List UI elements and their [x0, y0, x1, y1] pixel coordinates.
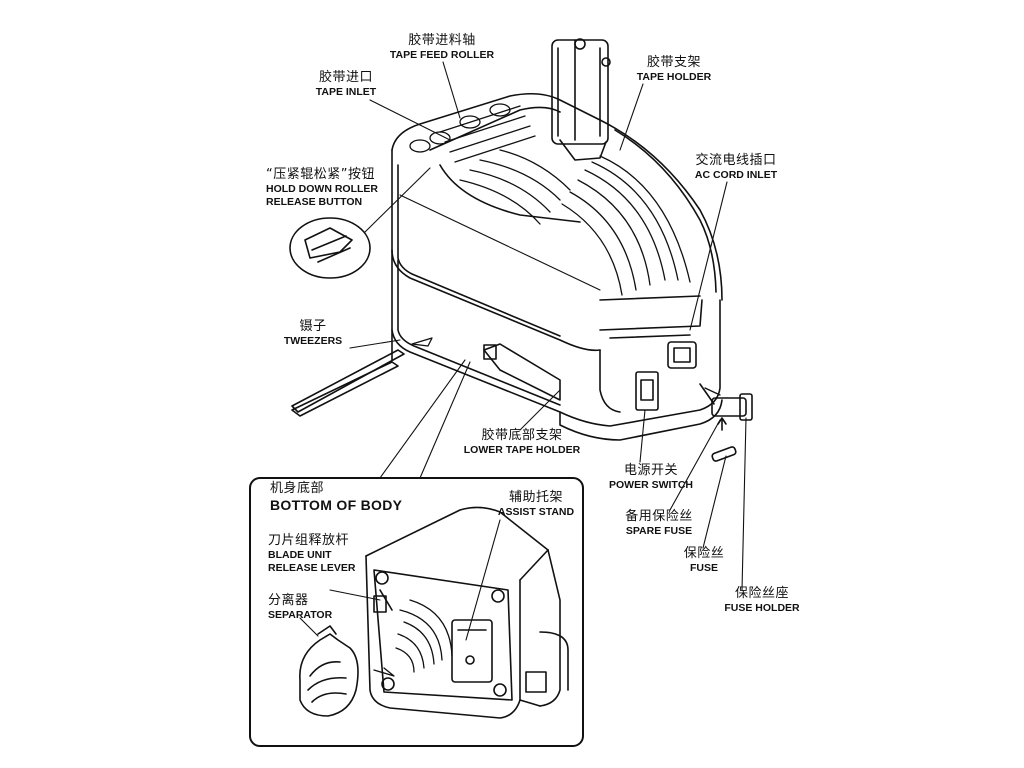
label-zh: 保险丝: [683, 546, 725, 561]
arrows: [373, 337, 721, 677]
machine-body: [391, 92, 723, 441]
label-en: FUSE HOLDER: [724, 602, 800, 615]
label-en: POWER SWITCH: [609, 479, 693, 492]
label-zh: 备用保险丝: [625, 509, 693, 524]
inset-title-en: BOTTOM OF BODY: [270, 497, 403, 514]
label-zh: 辅助托架: [508, 490, 563, 505]
label-zh: 交流电线插口: [695, 153, 777, 168]
label-en: AC CORD INLET: [694, 169, 778, 182]
label-zh: 刀片组释放杆: [268, 533, 350, 548]
label-en: SPARE FUSE: [625, 525, 693, 538]
leader-lines: [349, 61, 747, 591]
spare-fuse-shape: [717, 417, 727, 431]
lower-tape-holder-shape: [483, 343, 561, 401]
label-tweezers: 镊子 TWEEZERS: [278, 319, 348, 348]
label-zh: 分离器: [268, 593, 309, 608]
label-ac-cord-inlet: 交流电线插口 AC CORD INLET: [684, 153, 788, 182]
tape-holder-arm: [551, 38, 611, 161]
label-zh: 胶带支架: [646, 55, 701, 70]
label-en-line2: RELEASE LEVER: [268, 562, 356, 575]
label-tape-feed-roller: 胶带进料轴 TAPE FEED ROLLER: [380, 33, 504, 62]
label-hold-down-roller-release-button: “压紧辊松紧”按钮 HOLD DOWN ROLLER RELEASE BUTTO…: [266, 167, 396, 210]
label-zh: 胶带进口: [318, 70, 373, 85]
label-en: TAPE FEED ROLLER: [389, 49, 495, 62]
label-lower-tape-holder: 胶带底部支架 LOWER TAPE HOLDER: [462, 428, 582, 457]
label-separator: 分离器 SEPARATOR: [268, 593, 348, 622]
inset-machine-bottom: [365, 506, 569, 719]
inset-title-zh: 机身底部: [270, 481, 325, 496]
label-zh: 胶带进料轴: [408, 33, 476, 48]
label-fuse: 保险丝 FUSE: [674, 546, 734, 575]
label-power-switch: 电源开关 POWER SWITCH: [596, 463, 706, 492]
hold-down-roller-callout: [289, 217, 371, 279]
ac-cord-inlet-shape: [667, 341, 697, 369]
label-assist-stand: 辅助托架 ASSIST STAND: [490, 490, 582, 519]
fuse-shape: [711, 446, 737, 462]
inset-separator-rollers: [395, 599, 453, 673]
label-en-line1: BLADE UNIT: [268, 549, 332, 562]
label-spare-fuse: 备用保险丝 SPARE FUSE: [614, 509, 704, 538]
feed-rollers: [409, 103, 536, 163]
label-zh: “压紧辊松紧”按钮: [266, 167, 375, 182]
inset-title: 机身底部 BOTTOM OF BODY: [270, 481, 440, 515]
label-zh: 保险丝座: [734, 586, 789, 601]
inset-leader-lines: [299, 519, 501, 641]
fuse-holder-shape: [699, 383, 753, 421]
label-en: TAPE INLET: [315, 86, 377, 99]
label-fuse-holder: 保险丝座 FUSE HOLDER: [720, 586, 804, 615]
label-zh: 镊子: [299, 319, 327, 334]
label-en: TAPE HOLDER: [636, 71, 712, 84]
label-en: LOWER TAPE HOLDER: [463, 444, 581, 457]
label-blade-unit-release-lever: 刀片组释放杆 BLADE UNIT RELEASE LEVER: [268, 533, 368, 576]
power-switch-shape: [635, 371, 659, 411]
label-zh: 胶带底部支架: [481, 428, 563, 443]
curved-roller-fins: [459, 149, 691, 296]
inset-assist-stand: [451, 619, 493, 683]
inset-separator-part: [299, 625, 359, 717]
label-tape-holder: 胶带支架 TAPE HOLDER: [624, 55, 724, 84]
label-en: FUSE: [689, 562, 718, 575]
label-en: ASSIST STAND: [497, 506, 575, 519]
label-en: SEPARATOR: [268, 609, 333, 622]
label-tape-inlet: 胶带进口 TAPE INLET: [300, 70, 392, 99]
label-en: TWEEZERS: [283, 335, 343, 348]
label-en-line2: RELEASE BUTTON: [266, 196, 363, 209]
label-en-line1: HOLD DOWN ROLLER: [266, 183, 378, 196]
inset-frame: [249, 477, 584, 747]
tweezers-shape: [291, 349, 405, 417]
label-zh: 电源开关: [623, 463, 678, 478]
